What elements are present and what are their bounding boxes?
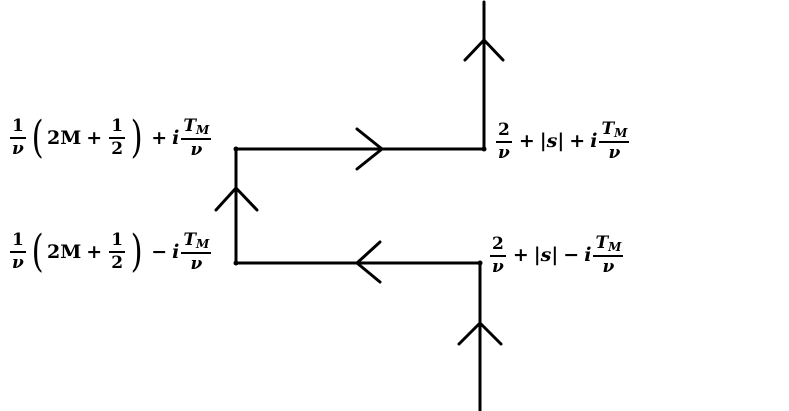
label-top-right-vertex: 2 ν + |s| + i TM ν [494, 121, 631, 162]
contour-vertex-top-right [481, 146, 487, 152]
sign-operator: + [151, 126, 168, 149]
arrow-up-top-icon [463, 38, 505, 62]
arrow-up-left-icon [214, 186, 259, 212]
plus-sign: + [86, 126, 103, 149]
contour-vertex-bottom-right [477, 260, 483, 266]
fraction-one-over-nu: 1 ν [10, 116, 26, 159]
left-paren: ( [31, 226, 44, 277]
left-paren: ( [31, 112, 44, 163]
arrow-right-upper-icon [355, 127, 384, 171]
fraction-one-half: 1 2 [109, 116, 126, 159]
contour-vertex-top-left [233, 146, 239, 152]
fraction-one-over-nu: 1 ν [10, 230, 26, 273]
fraction-tm-over-nu: TM ν [599, 119, 630, 163]
imaginary-unit: i [172, 240, 180, 263]
plus-sign: + [512, 244, 529, 266]
label-top-left-vertex: 1 ν ( 2M + 1 2 ) + i TM ν [8, 116, 213, 160]
abs-s-term: |s| [539, 130, 565, 152]
arrow-left-lower-icon [355, 240, 382, 284]
fraction-tm-over-nu: TM ν [181, 229, 212, 274]
plus-sign: + [518, 130, 535, 152]
label-bottom-right-vertex: 2 ν + |s| − i TM ν [488, 235, 625, 276]
sign-operator: − [151, 240, 168, 263]
label-bottom-left-vertex: 1 ν ( 2M + 1 2 ) − i TM ν [8, 230, 213, 274]
contour-vertex-bottom-left [233, 260, 239, 266]
two-m-term: 2M [47, 240, 82, 263]
fraction-two-over-nu: 2 ν [490, 233, 506, 277]
two-m-term: 2M [47, 126, 82, 149]
imaginary-unit: i [590, 130, 598, 152]
fraction-one-half: 1 2 [109, 230, 126, 273]
sign-operator: − [563, 244, 580, 266]
abs-s-term: |s| [533, 244, 559, 266]
fraction-tm-over-nu: TM ν [181, 115, 212, 160]
fraction-two-over-nu: 2 ν [496, 119, 512, 163]
imaginary-unit: i [584, 244, 592, 266]
right-paren: ) [130, 112, 143, 163]
sign-operator: + [569, 130, 586, 152]
imaginary-unit: i [172, 126, 180, 149]
right-paren: ) [130, 226, 143, 277]
plus-sign: + [86, 240, 103, 263]
arrow-up-bottom-icon [457, 321, 503, 346]
fraction-tm-over-nu: TM ν [593, 233, 624, 277]
